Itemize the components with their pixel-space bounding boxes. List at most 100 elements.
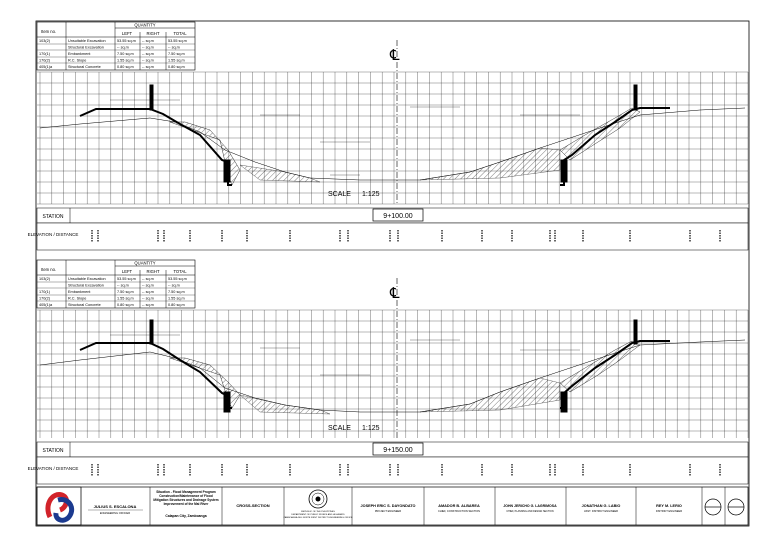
qty-cell-left: 7.50 sq.m — [117, 290, 134, 294]
qty-cell-desc: Embankment — [68, 290, 91, 294]
qty-cell-desc: Structural Concrete — [68, 65, 101, 69]
qty-cell-desc: Embankment — [68, 52, 91, 56]
qty-col-right: RIGHT — [146, 31, 159, 36]
project-line-4: Improvement of the Mai River — [164, 502, 209, 506]
qty-col-left: LEFT — [122, 31, 133, 36]
quantity-table-upper: Item no. QUANTITY LEFT RIGHT TOTAL 103(2… — [36, 21, 196, 71]
qty-cell-left: -- sq.m — [117, 284, 129, 288]
grid-lower — [37, 309, 749, 438]
qty-cell-left: 53.55 sq.m — [117, 39, 136, 43]
signatory-4-name: JOHN JERICHO G. LAGRIMOSA — [503, 504, 557, 508]
qty-cell-total: 53.55 sq.m — [168, 39, 187, 43]
qty-cell-item: 103(2) — [39, 277, 51, 281]
centerline-symbol: ℄ — [389, 284, 400, 302]
qty-cell-left: 0.80 sq.m — [117, 65, 134, 69]
qty-cell-right: -- sq.m — [142, 46, 154, 50]
signatory-2-role: PROJECT ENGINEER — [375, 509, 401, 513]
centerline-upper: ℄ — [389, 40, 400, 205]
station-value: 9+150.00 — [383, 447, 412, 454]
qty-cell-right: -- sq.m — [142, 52, 154, 56]
signatory-4-role: CHIEF, PLANNING AND DESIGN SECTION — [506, 510, 553, 513]
qty-cell-desc: Unsuitable Excavation — [68, 39, 106, 43]
qty-quantity-header: QUANTITY — [134, 23, 155, 28]
station-row-lower: STATION 9+150.00 — [36, 441, 749, 484]
qty-col-right: RIGHT — [146, 269, 159, 274]
qty-cell-total: 7.50 sq.m — [168, 290, 185, 294]
project-line-1: Situation - Flood Management Program — [156, 490, 216, 494]
qty-cell-total: 0.80 sq.m — [168, 65, 185, 69]
project-location: Calapan City, Zamboanga — [165, 514, 206, 518]
signatory-6-role: DISTRICT ENGINEER — [656, 509, 682, 513]
qty-cell-left: 53.55 sq.m — [117, 277, 136, 281]
scale-label: SCALE — [328, 425, 351, 432]
section-lower: Item no. QUANTITY LEFT RIGHT TOTAL 103(2… — [28, 259, 749, 485]
qty-cell-total: -- sq.m — [168, 46, 180, 50]
station-value-box — [372, 208, 424, 222]
qty-cell-desc: Unsuitable Excavation — [68, 277, 106, 281]
qty-cell-right: -- sq.m — [142, 303, 154, 307]
river-profile-upper — [39, 84, 746, 186]
qty-item-header: Item no. — [41, 29, 56, 34]
sheet-number-icon — [704, 498, 722, 516]
project-line-2: Construction/Maintenance of Flood — [159, 494, 213, 498]
qty-cell-right: -- sq.m — [142, 297, 154, 301]
agency-line-2: DEPARTMENT OF PUBLIC WORKS AND HIGHWAYS — [291, 513, 345, 516]
station-value: 9+100.00 — [383, 213, 412, 220]
scale-value: 1:125 — [362, 425, 380, 432]
station-value-box — [372, 442, 424, 456]
elevation-row-lower: ELEVATION / DISTANCE — [28, 456, 749, 485]
section-upper: Item no. QUANTITY LEFT RIGHT TOTAL 103(2… — [28, 21, 749, 251]
qty-col-total: TOTAL — [173, 31, 187, 36]
qty-cell-item: 103(2) — [39, 39, 51, 43]
qty-cell-left: 1.55 sq.m — [117, 59, 134, 63]
qty-cell-item: 405(1)a — [39, 303, 53, 307]
qty-cell-item: 170(2) — [39, 297, 51, 301]
qty-cell-item: 170(1) — [39, 52, 51, 56]
qty-cell-right: -- sq.m — [142, 277, 154, 281]
signatory-1-name: JULIUS S. ESCALONA — [94, 504, 137, 509]
qty-cell-total: 7.50 sq.m — [168, 52, 185, 56]
qty-cell-desc: Structural Excavation — [68, 284, 104, 288]
station-row-upper: STATION 9+100.00 — [36, 207, 749, 250]
sheet-index-icon — [727, 498, 745, 516]
agency-line-1: REPUBLIC OF THE PHILIPPINES — [301, 511, 335, 513]
qty-item-header: Item no. — [41, 267, 56, 272]
signatory-6-name: REY M. LERIO — [656, 504, 682, 508]
agency-line-3: ZAMBOANGA DEL NORTE FIRST DISTRICT ENGIN… — [284, 516, 353, 519]
qty-cell-item: 170(1) — [39, 290, 51, 294]
qty-cell-total: 53.55 sq.m — [168, 277, 187, 281]
grid-upper — [37, 71, 749, 205]
qty-cell-desc: Structural Excavation — [68, 46, 104, 50]
signatory-5-role: ASST. DISTRICT ENGINEER — [584, 509, 618, 513]
qty-cell-total: 0.80 sq.m — [168, 303, 185, 307]
elevation-row-label: ELEVATION / DISTANCE — [28, 232, 79, 237]
elevation-row-upper: ELEVATION / DISTANCE — [28, 222, 749, 251]
station-row-label: STATION — [43, 448, 64, 454]
signatory-1-role: ENGINEERING OFFICER — [100, 511, 130, 515]
qty-quantity-header: QUANTITY — [134, 261, 155, 266]
river-profile-lower — [39, 319, 746, 415]
qty-cell-desc: R.C. Slope — [68, 297, 86, 301]
qty-cell-right: -- sq.m — [142, 65, 154, 69]
station-row-label: STATION — [43, 214, 64, 220]
qty-cell-total: 1.55 sq.m — [168, 59, 185, 63]
sheet-border — [35, 20, 750, 527]
qty-cell-desc: R.C. Slope — [68, 59, 86, 63]
signatory-2-name: JOSEPH ERIC S. DAYONDATO — [361, 504, 416, 508]
signatory-5-name: JONATHAN G. LABIO — [582, 504, 621, 508]
qty-cell-desc: Structural Concrete — [68, 303, 101, 307]
dpwh-seal — [308, 489, 328, 509]
project-line-3: Mitigation Structures and Drainage Syste… — [153, 498, 218, 502]
qty-cell-right: -- sq.m — [142, 290, 154, 294]
qty-cell-item: 170(2) — [39, 59, 51, 63]
sheet-content-title: CROSS-SECTION — [236, 503, 269, 508]
qty-col-left: LEFT — [122, 269, 133, 274]
scale-label: SCALE — [328, 191, 351, 198]
qty-cell-item: 405(1)a — [39, 65, 53, 69]
scale-value: 1:125 — [362, 191, 380, 198]
qty-cell-left: 1.55 sq.m — [117, 297, 134, 301]
qty-cell-right: -- sq.m — [142, 59, 154, 63]
qty-cell-left: 0.80 sq.m — [117, 303, 134, 307]
qty-cell-right: -- sq.m — [142, 39, 154, 43]
